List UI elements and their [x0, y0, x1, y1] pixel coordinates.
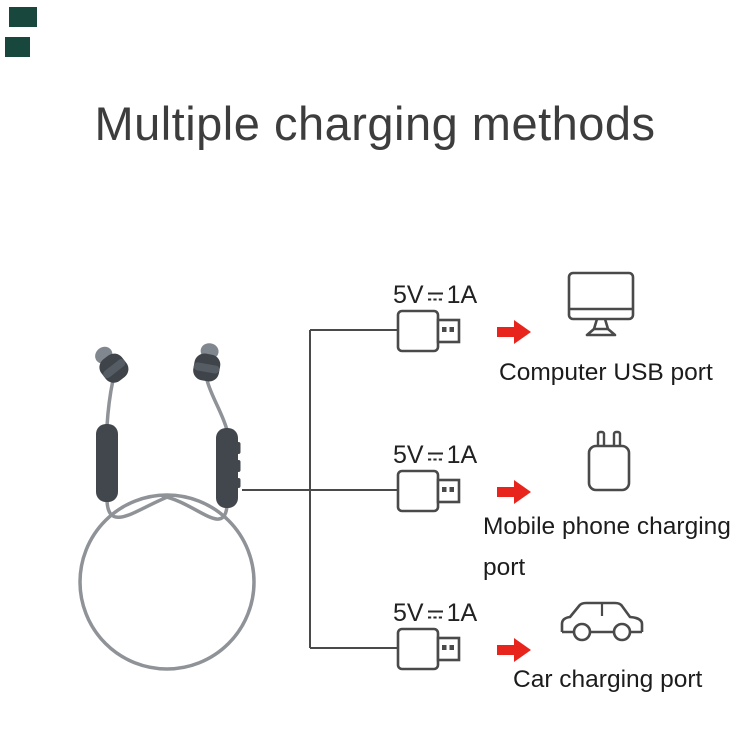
red-arrow-icon: [497, 638, 531, 662]
volume-button: [236, 478, 241, 488]
car-icon: [560, 601, 644, 642]
red-arrow-icon: [497, 480, 531, 504]
spec-voltage: 5V: [393, 599, 424, 627]
volume-button: [236, 442, 241, 454]
dc-symbol-icon: [427, 610, 443, 618]
usb-plug-icon: [396, 469, 461, 513]
earphones-illustration: [78, 343, 256, 671]
spec-row-3: 5V 1A: [393, 599, 477, 628]
red-arrow-icon: [497, 320, 531, 344]
usb-plug-icon: [396, 309, 461, 353]
spec-row-2: 5V 1A: [393, 441, 477, 470]
connector-lines: [242, 329, 404, 649]
battery-pod: [96, 424, 118, 502]
charging-method-label: Mobile phone charging port: [483, 513, 731, 581]
left-earbud: [95, 346, 129, 383]
charging-method-label: Computer USB port: [499, 359, 713, 386]
page-title: Multiple charging methods: [94, 97, 656, 150]
usb-plug-icon: [396, 627, 461, 671]
power-button: [236, 460, 241, 472]
right-earbud: [193, 343, 221, 382]
spec-amperage: 1A: [446, 441, 478, 469]
spec-amperage: 1A: [446, 281, 478, 309]
watermark-block: [5, 37, 30, 57]
computer-monitor-icon: [567, 271, 635, 337]
wall-charger-icon: [587, 430, 631, 492]
control-pod: [216, 428, 238, 508]
dc-symbol-icon: [427, 452, 443, 460]
spec-row-1: 5V 1A: [393, 281, 477, 310]
spec-amperage: 1A: [446, 599, 478, 627]
watermark-block: [9, 7, 37, 27]
spec-voltage: 5V: [393, 441, 424, 469]
charging-method-label: Car charging port: [513, 666, 703, 693]
dc-symbol-icon: [427, 292, 443, 300]
spec-voltage: 5V: [393, 281, 424, 309]
